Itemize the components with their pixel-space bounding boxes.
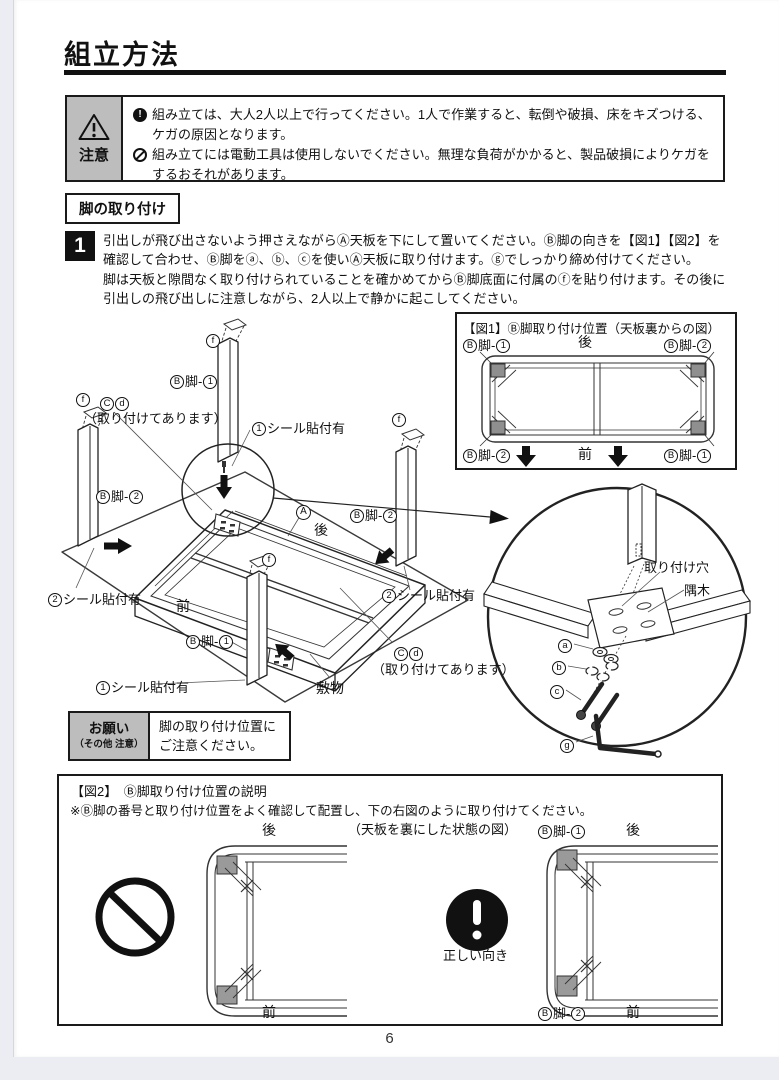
request-header-cell: お願い （その他 注意）	[70, 713, 150, 759]
arrow-right-icon	[489, 510, 509, 524]
step-instructions: 引出しが飛び出さないよう押さえながらⒶ天板を下にして置いてください。Ⓑ脚の向きを…	[103, 233, 726, 306]
warning-triangle-icon	[77, 112, 111, 142]
section-heading: 脚の取り付け	[65, 193, 180, 224]
exclamation-circle-icon: !	[133, 108, 147, 122]
arrow-down-icon	[608, 446, 628, 467]
caution-header-cell: 注意	[67, 97, 123, 180]
caution-label: 注意	[78, 147, 109, 164]
fig2-correct-back-label: 後	[626, 822, 640, 838]
fig2-wrong-front-label: 前	[262, 1004, 276, 1020]
request-box: お願い （その他 注意） 脚の取り付け位置に ご注意ください。	[68, 711, 291, 761]
caution-body: ! 組み立ては、大人2人以上で行ってください。1人で作業すると、転倒や破損、床を…	[123, 97, 723, 182]
figure1-title: 【図1】Ⓑ脚取り付け位置（天板裏からの図）	[463, 322, 720, 336]
arrow-down-icon	[516, 446, 536, 467]
part-c-label: c	[550, 682, 564, 699]
mat-label: 敷物	[316, 680, 344, 696]
pad-f-label: f	[76, 390, 90, 407]
correct-orientation-label: 正しい向き	[443, 948, 509, 963]
pad-f-label: f	[206, 331, 220, 348]
fig2-correct-front-label: 前	[626, 1004, 640, 1020]
caution-item: 組み立てには電動工具は使用しないでください。無理な負荷がかかると、製品破損により…	[133, 145, 713, 185]
cd-attached-note: （取り付けてあります）	[372, 662, 515, 677]
figure1-diagram	[458, 330, 734, 467]
part-g-label: g	[560, 736, 574, 753]
arrow-down-left-icon	[375, 547, 395, 565]
step-number-badge: 1	[65, 231, 95, 261]
caution-item: ! 組み立ては、大人2人以上で行ってください。1人で作業すると、転倒や破損、床を…	[133, 105, 713, 145]
page-title: 組立方法	[64, 40, 180, 70]
back-label: 後	[314, 522, 328, 538]
fig2-center-caption: （天板を裏にした状態の図）	[348, 822, 518, 837]
fig1-back-label: 後	[578, 334, 592, 350]
figure2-title: 【図2】 Ⓑ脚取り付け位置の説明	[71, 784, 267, 799]
figure2-note: ※Ⓑ脚の番号と取り付け位置をよく確認して配置し、下の右図のように取り付けてくださ…	[70, 804, 593, 818]
figure2-wrong-diagram	[95, 818, 347, 1018]
part-a-label: a	[558, 636, 572, 653]
mount-hole-label: 取り付け穴	[644, 560, 710, 575]
caution-box: 注意 ! 組み立ては、大人2人以上で行ってください。1人で作業すると、転倒や破損…	[65, 95, 725, 182]
prohibition-icon	[99, 881, 171, 953]
request-text: 脚の取り付け位置に ご注意ください。	[159, 718, 277, 754]
no-entry-icon	[133, 148, 147, 163]
cd-attached-note: （取り付けてあります）	[84, 411, 227, 426]
fig1-front-label: 前	[578, 446, 592, 462]
arrow-up-left-icon	[275, 643, 295, 661]
page-number: 6	[385, 1030, 394, 1047]
figure2-correct-diagram	[446, 818, 718, 1018]
part-b-label: b	[552, 658, 566, 675]
title-underline	[64, 70, 726, 75]
tabletop-a-label: A	[296, 502, 311, 520]
corner-block-label: 隅木	[684, 583, 711, 598]
arrow-right-icon	[104, 538, 132, 554]
fig2-wrong-back-label: 後	[262, 822, 276, 838]
assembly-diagram	[40, 318, 750, 770]
pad-f-label: f	[392, 410, 406, 427]
front-label: 前	[176, 598, 190, 614]
pad-f-label: f	[262, 550, 276, 567]
arrow-down-icon	[216, 475, 232, 499]
